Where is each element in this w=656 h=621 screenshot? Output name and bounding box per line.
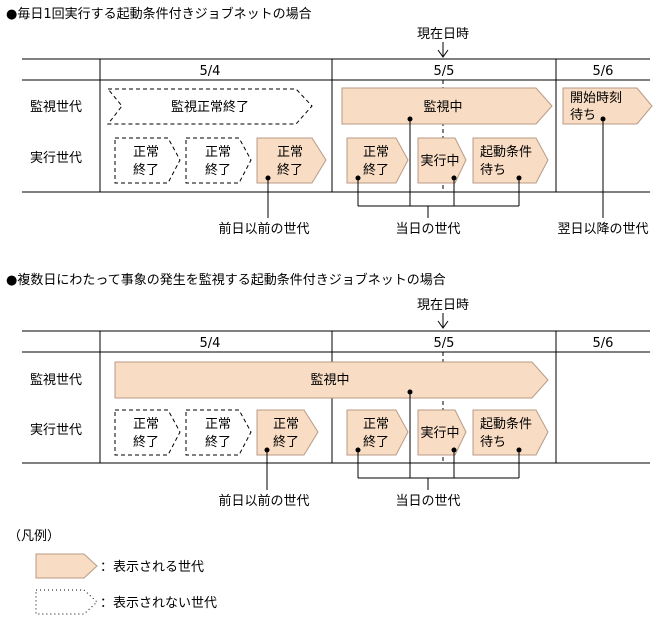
- monitoring-box: [114, 361, 549, 399]
- wait-cond-text: 待ち: [480, 435, 506, 450]
- section-daily: ●毎日1回実行する起動条件付きジョブネットの場合 現在日時 5/4 5/5 5/…: [6, 6, 653, 237]
- row-label-exec: 実行世代: [30, 422, 82, 438]
- normal-end-text: 終了: [205, 434, 231, 450]
- normal-end-text: 正常: [133, 145, 159, 160]
- wait-cond-text: 起動条件: [480, 144, 532, 160]
- wait-start-text: 待ち: [570, 108, 596, 123]
- monitor-done-box: [106, 88, 313, 125]
- legend: （凡例） ：表示される世代 ：表示されない世代: [8, 529, 217, 615]
- date-header: 5/6: [593, 336, 614, 351]
- normal-end-box-shown: [346, 409, 409, 456]
- legend-shown-text: ：表示される世代: [100, 560, 204, 575]
- wait-cond-box: [472, 409, 549, 456]
- today-gen-label: 当日の世代: [395, 222, 460, 237]
- wait-cond-text: 待ち: [480, 163, 506, 178]
- prev-gen-label: 前日以前の世代: [218, 221, 309, 237]
- normal-end-box-shown: [256, 137, 327, 184]
- date-header: 5/5: [434, 64, 455, 79]
- legend-title: （凡例）: [8, 529, 60, 544]
- normal-end-box-shown: [256, 409, 319, 456]
- running-text: 実行中: [420, 425, 459, 441]
- running-box: [417, 409, 467, 456]
- monitoring-text: 監視中: [423, 99, 462, 115]
- now-label: 現在日時: [417, 27, 469, 42]
- wait-cond-text: 起動条件: [480, 416, 532, 432]
- normal-end-box-hidden: [114, 409, 181, 456]
- today-gen-label: 当日の世代: [395, 494, 460, 509]
- normal-end-box-shown: [346, 137, 409, 184]
- normal-end-text: 終了: [133, 434, 159, 450]
- normal-end-text: 終了: [277, 162, 303, 178]
- date-header: 5/4: [200, 336, 221, 351]
- now-label: 現在日時: [417, 298, 469, 313]
- date-header: 5/5: [434, 336, 455, 351]
- legend-hidden-text: ：表示されない世代: [100, 596, 217, 611]
- legend-hidden-swatch: [35, 589, 98, 615]
- legend-shown-swatch: [35, 553, 98, 579]
- normal-end-box-hidden: [114, 137, 181, 184]
- normal-end-box-hidden: [185, 137, 252, 184]
- normal-end-text: 正常: [205, 417, 231, 432]
- running-text: 実行中: [420, 153, 459, 169]
- normal-end-text: 終了: [133, 162, 159, 178]
- section-multiday: ●複数日にわたって事象の発生を監視する起動条件付きジョブネットの場合 現在日時 …: [6, 272, 650, 509]
- normal-end-text: 正常: [205, 145, 231, 160]
- running-box: [417, 137, 467, 184]
- now-arrow: [437, 42, 449, 58]
- section-daily-heading: ●毎日1回実行する起動条件付きジョブネットの場合: [6, 6, 312, 22]
- normal-end-text: 終了: [205, 162, 231, 178]
- normal-end-text: 終了: [363, 434, 389, 450]
- normal-end-text: 終了: [363, 162, 389, 178]
- monitoring-box: [341, 87, 553, 125]
- normal-end-text: 正常: [273, 417, 299, 432]
- row-label-monitor: 監視世代: [30, 99, 82, 115]
- normal-end-text: 正常: [133, 417, 159, 432]
- wait-start-box: [562, 87, 653, 125]
- wait-start-text: 開始時刻: [570, 91, 622, 106]
- normal-end-text: 終了: [273, 434, 299, 450]
- prev-gen-label: 前日以前の世代: [218, 493, 309, 509]
- normal-end-text: 正常: [363, 145, 389, 160]
- next-gen-label: 翌日以降の世代: [557, 222, 648, 237]
- normal-end-text: 正常: [277, 145, 303, 160]
- monitor-done-text: 監視正常終了: [171, 99, 249, 115]
- date-header: 5/4: [200, 64, 221, 79]
- now-arrow: [437, 313, 449, 329]
- normal-end-box-hidden: [185, 409, 252, 456]
- wait-cond-box: [472, 137, 549, 184]
- date-header: 5/6: [593, 64, 614, 79]
- section-multiday-heading: ●複数日にわたって事象の発生を監視する起動条件付きジョブネットの場合: [6, 272, 446, 288]
- monitoring-text: 監視中: [310, 372, 349, 388]
- normal-end-text: 正常: [363, 417, 389, 432]
- row-label-exec: 実行世代: [30, 150, 82, 166]
- row-label-monitor: 監視世代: [30, 372, 82, 388]
